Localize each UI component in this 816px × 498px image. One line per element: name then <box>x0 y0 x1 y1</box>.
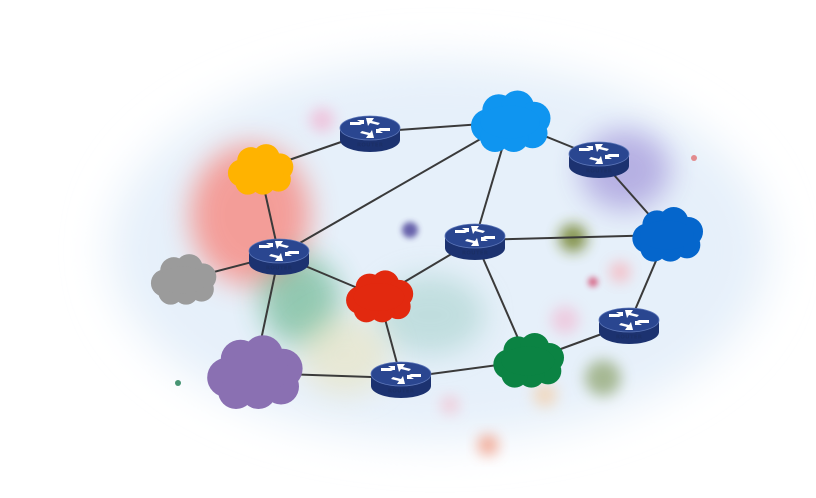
router-r1: ROUTER <box>339 115 401 152</box>
router-arrows-icon <box>381 364 421 384</box>
router-label: ROUTER <box>266 266 293 272</box>
router-r4: ROUTER <box>444 223 506 260</box>
router-r2: ROUTER <box>568 141 630 178</box>
router-arrows-icon <box>455 226 495 246</box>
router-r3: ROUTER <box>248 238 310 275</box>
router-arrows-icon <box>350 118 390 138</box>
router-r5: ROUTER <box>370 361 432 398</box>
link-c-sky-r3 <box>278 121 511 256</box>
router-r6: ROUTER <box>598 307 660 344</box>
router-label: ROUTER <box>388 389 415 395</box>
router-label: ROUTER <box>357 143 384 149</box>
router-label: ROUTER <box>586 169 613 175</box>
router-label: ROUTER <box>462 251 489 257</box>
router-arrows-icon <box>609 310 649 330</box>
router-label: ROUTER <box>616 335 643 341</box>
router-arrows-icon <box>259 241 299 261</box>
network-routers: ROUTER ROUTER ROUTER ROUTER ROUTER ROUTER <box>248 115 660 398</box>
router-arrows-icon <box>579 144 619 164</box>
